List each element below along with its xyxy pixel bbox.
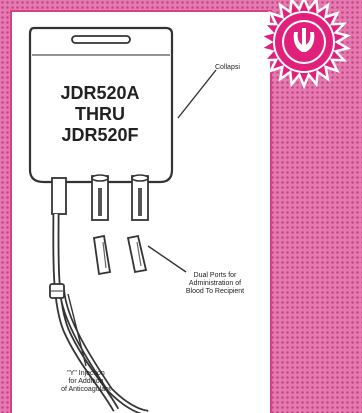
injection-callout-line1: "Y" Injection <box>40 370 132 378</box>
port-tubes <box>52 175 148 220</box>
hanger-slot <box>72 36 130 43</box>
y-injection-site <box>50 284 64 298</box>
bag-label-line2: THRU <box>30 105 170 124</box>
injection-callout: "Y" Injection for Addition of Anticoagul… <box>40 370 132 394</box>
ports-callout: Dual Ports for Administration of Blood T… <box>168 272 262 296</box>
seal-logo-icon <box>260 0 347 86</box>
ports-callout-line2: Administration of <box>168 280 262 288</box>
collapsible-leader-line <box>178 70 216 118</box>
port-covers <box>94 236 146 274</box>
ports-callout-line3: Blood To Recipient <box>168 288 262 296</box>
injection-callout-line3: of Anticoagulant <box>40 386 132 394</box>
ports-callout-line1: Dual Ports for <box>168 272 262 280</box>
bag-label-line1: JDR520A <box>30 84 170 103</box>
collapsible-callout: Collapsi <box>215 64 269 72</box>
injection-callout-line2: for Addition <box>40 378 132 386</box>
bag-label-line3: JDR520F <box>30 126 170 145</box>
ports-leader-line <box>148 246 186 272</box>
